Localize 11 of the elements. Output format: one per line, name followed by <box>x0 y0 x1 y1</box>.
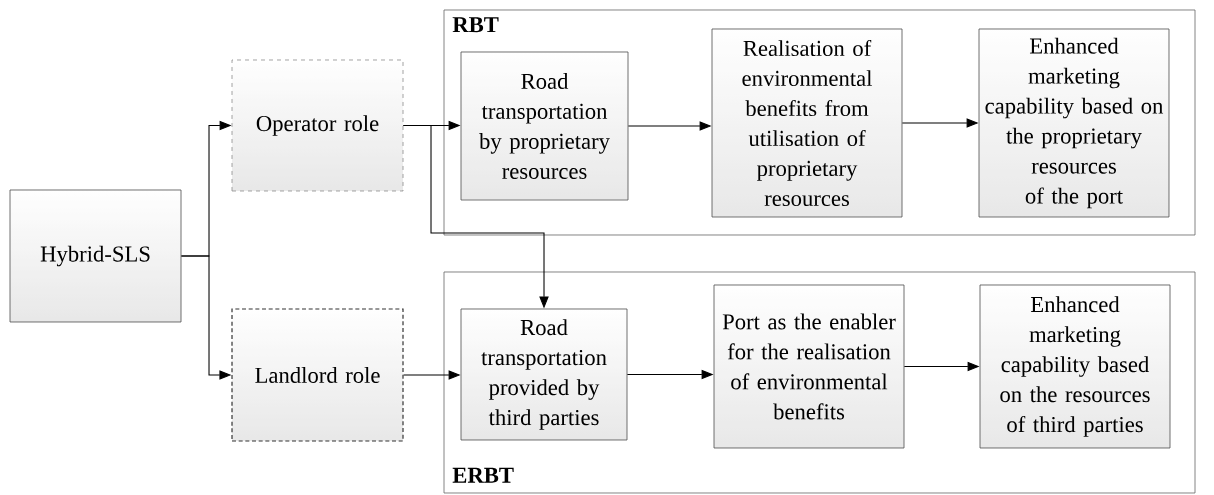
process-box: Operator role <box>231 59 404 192</box>
process-box: Landlord role <box>231 308 404 442</box>
group-title: RBT <box>452 17 499 33</box>
process-box: Road transportation by proprietary resources <box>460 51 629 201</box>
process-box: Enhanced marketing capability based on the proprietary resources of the port <box>978 28 1170 218</box>
process-box: Road transportation provided by third parties <box>460 308 628 441</box>
group-title: ERBT <box>452 467 514 483</box>
process-box: Realisation of environmental benefits from utilisation of proprietary resources <box>711 28 903 218</box>
process-box: Enhanced marketing capability based on the resources of third parties <box>979 284 1171 449</box>
process-box: Hybrid-SLS <box>9 189 182 323</box>
process-box: Port as the enabler for the realisation of environmental benefits <box>713 284 905 449</box>
